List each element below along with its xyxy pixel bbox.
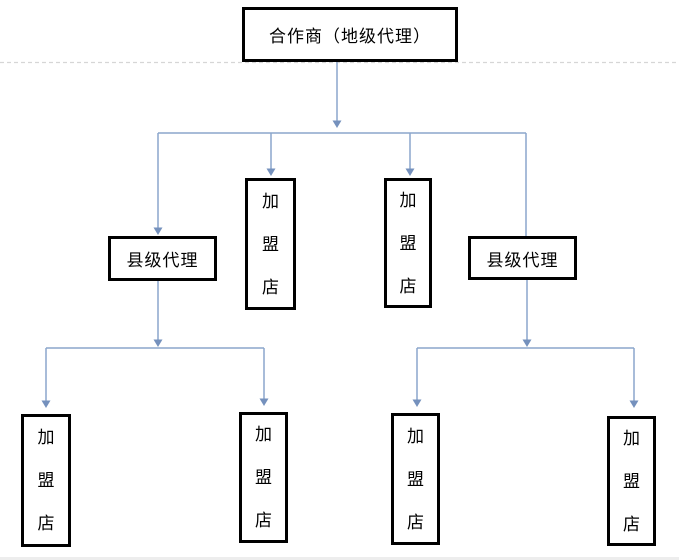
node-county-agent-right: 县级代理: [468, 236, 577, 280]
edge-to-franchise-bottom-2: [259, 348, 269, 406]
edge-county-left-to-bar: [153, 281, 163, 347]
edge-to-franchise-mid-left: [266, 133, 276, 176]
node-franchise-mid-right: 加 盟 店: [384, 178, 432, 308]
node-franchise-bottom-1: 加 盟 店: [21, 414, 71, 547]
node-franchise-bottom-3: 加 盟 店: [391, 413, 440, 545]
edge-to-franchise-bottom-1: [41, 348, 51, 408]
node-franchise-mid-left: 加 盟 店: [245, 178, 296, 310]
edge-county-right-to-bar: [522, 280, 532, 347]
page-bottom-edge: [0, 557, 679, 560]
node-franchise-bottom-4: 加 盟 店: [607, 416, 656, 546]
edge-to-franchise-bottom-3: [412, 348, 422, 407]
edge-root-to-level2: [332, 62, 342, 128]
node-franchise-bottom-2: 加 盟 店: [239, 412, 288, 543]
edge-to-county-agent-left: [153, 133, 163, 235]
node-root-partner: 合作商（地级代理）: [242, 7, 458, 62]
edge-to-franchise-bottom-4: [629, 348, 639, 408]
node-county-agent-left: 县级代理: [108, 236, 217, 281]
edge-to-franchise-mid-right: [405, 133, 415, 176]
